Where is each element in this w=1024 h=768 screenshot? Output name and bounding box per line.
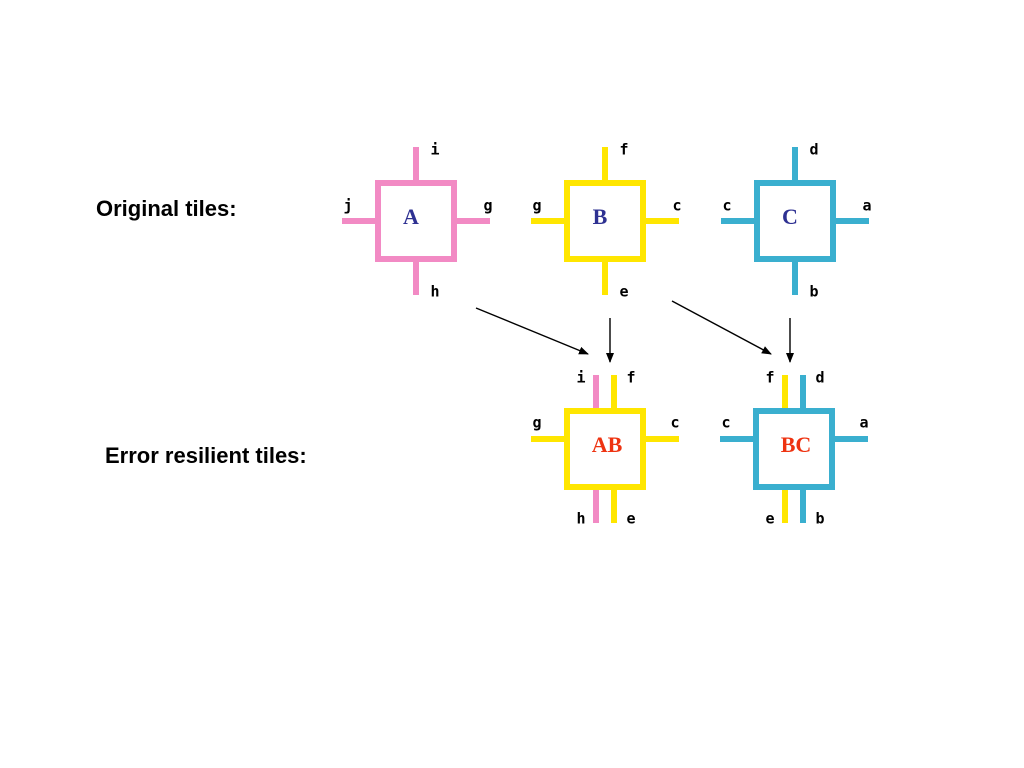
glue-label-right: a [862,197,871,215]
glue-label-right: g [483,197,492,215]
glue-label-bottom-left: e [765,510,774,528]
tile-square [754,180,836,262]
glue-label-top: f [619,141,628,159]
glue-label-top: d [809,141,818,159]
glue-label-bottom-right: b [815,510,824,528]
glue-label-right: c [672,197,681,215]
tile-name-label: B [593,204,608,229]
tile-name-label: C [782,204,798,229]
tile-ab: AB i f h e g c [531,369,680,528]
glue-label-left: g [532,197,541,215]
original-tiles-label: Original tiles: [96,196,237,221]
tile-name-label: BC [781,432,812,457]
glue-label-top: i [430,141,439,159]
arrows [475,300,794,363]
glue-label-top-left: f [765,369,774,387]
tile-square [375,180,457,262]
tile-name-label: AB [592,432,623,457]
error-resilient-tiles: AB i f h e g cBC f d e b c a [531,369,869,528]
glue-label-left: j [343,197,352,215]
glue-label-top-left: i [576,369,585,387]
tile-square [564,408,646,490]
tile-square [753,408,835,490]
glue-label-left: g [532,414,541,432]
glue-label-bottom: h [430,283,439,301]
original-tiles: Ai h j g Bf e g c Cd b c a [342,141,872,301]
glue-label-bottom: b [809,283,818,301]
error-resilient-tiles-label: Error resilient tiles: [105,443,307,468]
tile-bc: BC f d e b c a [720,369,869,528]
glue-label-bottom-right: e [626,510,635,528]
tile-b: Bf e g c [531,141,682,301]
arrow-3 [671,300,772,355]
glue-label-left: c [722,197,731,215]
glue-label-right: a [859,414,868,432]
tile-name-label: A [403,204,419,229]
glue-label-right: c [670,414,679,432]
glue-label-top-right: d [815,369,824,387]
tile-a: Ai h j g [342,141,493,301]
glue-label-bottom: e [619,283,628,301]
glue-label-bottom-left: h [576,510,585,528]
tile-square [564,180,646,262]
glue-label-top-right: f [626,369,635,387]
glue-label-left: c [721,414,730,432]
tile-c: Cd b c a [721,141,872,301]
arrow-1 [475,307,589,355]
